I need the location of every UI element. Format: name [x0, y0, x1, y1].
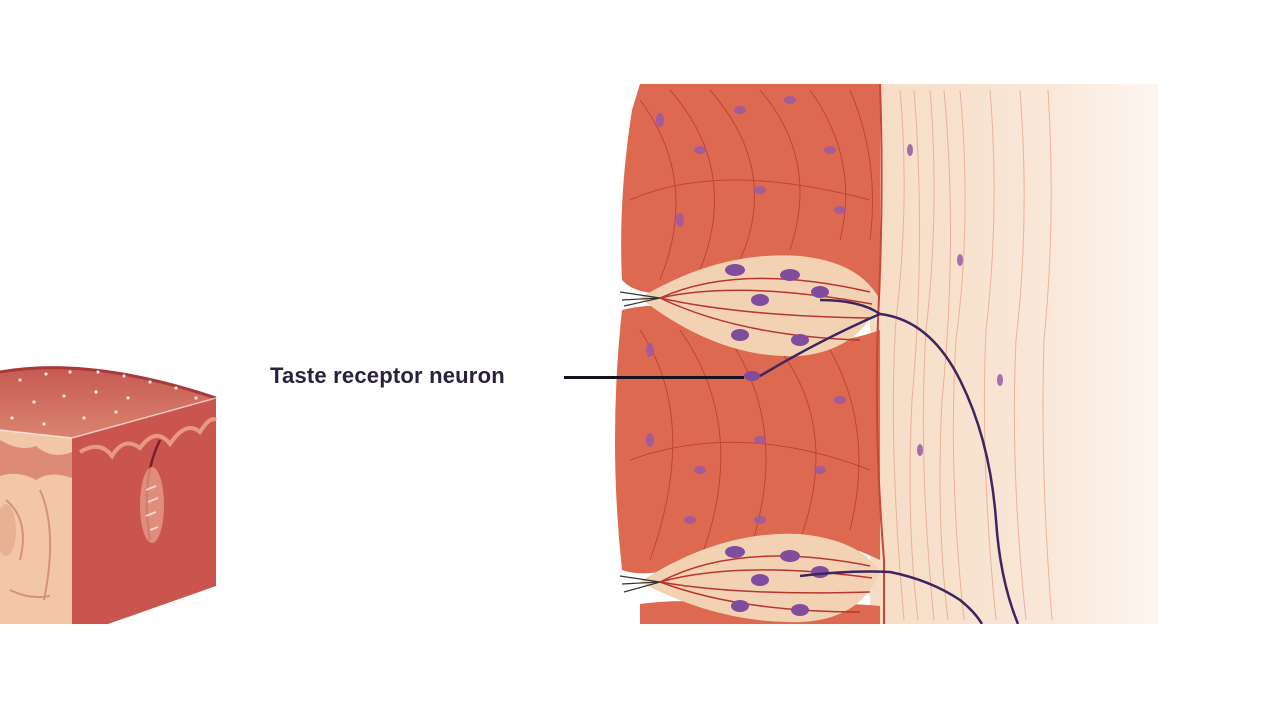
taste-receptor-neuron-label: Taste receptor neuron — [270, 363, 505, 388]
label-leader-line — [564, 376, 744, 379]
nerve-fibers — [759, 298, 1020, 624]
tongue-tissue-block — [0, 366, 218, 624]
taste-bud-lower — [619, 533, 880, 623]
taste-bud-upper — [619, 255, 880, 381]
taste-bud-section — [615, 84, 1158, 624]
